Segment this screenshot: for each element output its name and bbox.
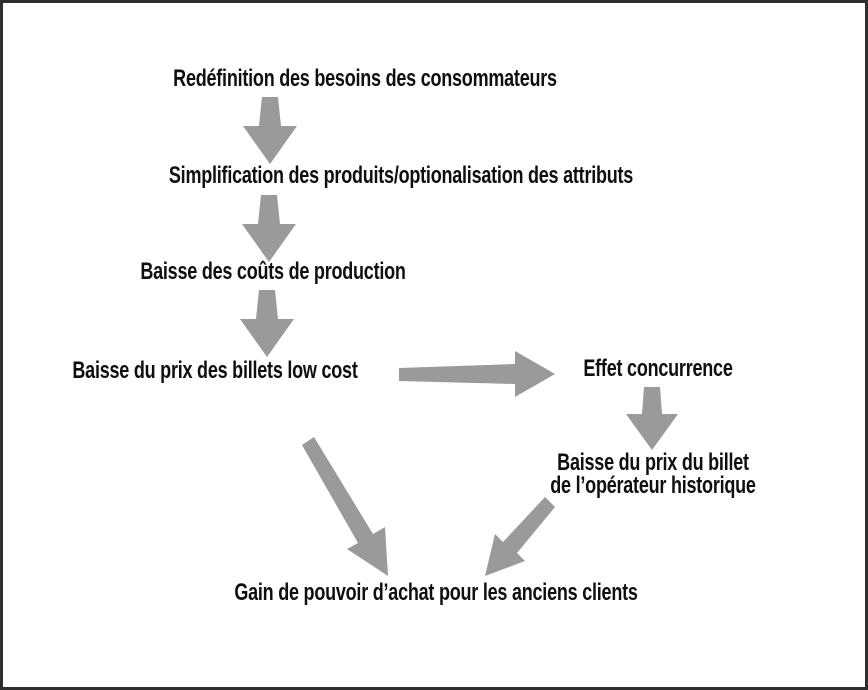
node-label-line-1: Baisse du prix du billet xyxy=(557,449,749,476)
arrow-down-1-icon xyxy=(243,97,297,164)
arrow-down-3-icon xyxy=(240,290,294,357)
arrow-down-2-icon xyxy=(242,195,296,262)
arrow-diagonal-long-icon xyxy=(302,437,388,576)
node-label-baisse-couts: Baisse des coûts de production xyxy=(140,258,406,285)
node-label-line-2: de l’opérateur historique xyxy=(550,472,756,499)
flow-arrows-layer xyxy=(240,97,678,576)
node-label-simplification: Simplification des produits/optionalisat… xyxy=(168,162,634,189)
node-label-effet-concurrence: Effet concurrence xyxy=(583,355,733,382)
node-label-baisse-prix-low-cost: Baisse du prix des billets low cost xyxy=(72,357,358,384)
node-label-gain-pouvoir-achat: Gain de pouvoir d’achat pour les anciens… xyxy=(234,579,638,606)
arrow-diagonal-short-icon xyxy=(485,497,555,576)
node-label-baisse-prix-billet-historique: Baisse du prix du billet de l’opérateur … xyxy=(368,449,865,499)
node-label-redefinition: Redéfinition des besoins des consommateu… xyxy=(173,65,557,92)
arrow-down-4-icon xyxy=(626,387,678,450)
arrow-right-icon xyxy=(399,351,555,397)
